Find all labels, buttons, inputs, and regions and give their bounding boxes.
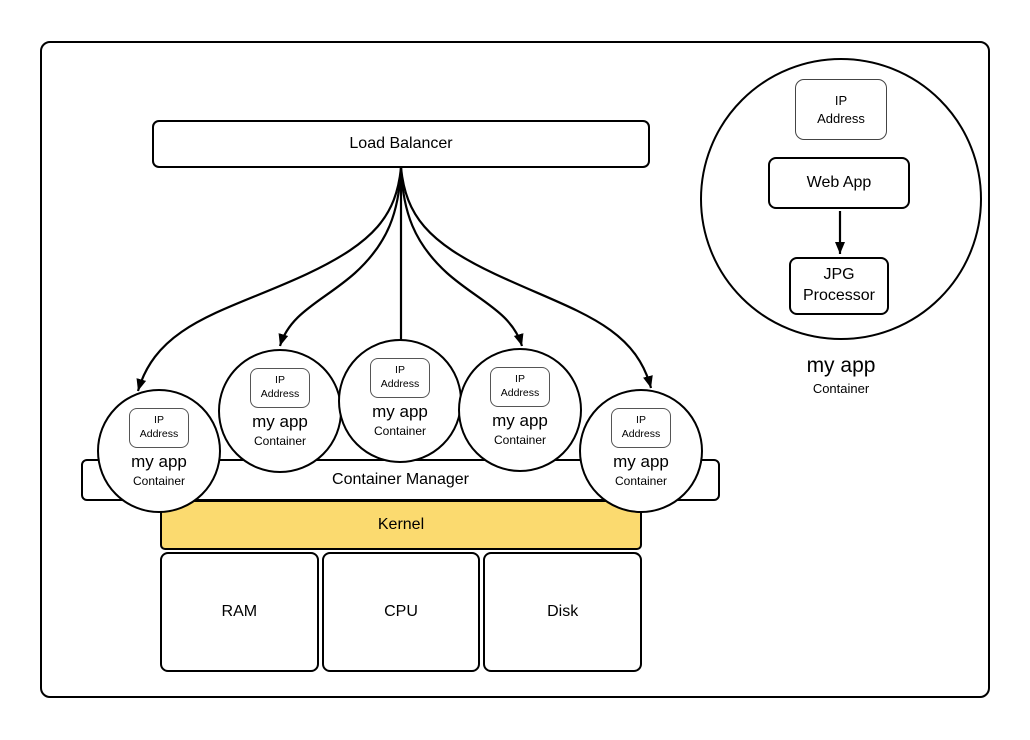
cpu-node: CPU <box>321 552 481 672</box>
app-type-label: Container <box>614 473 668 488</box>
ip-chip-line1: IP <box>395 364 405 377</box>
ip-chip-line2: Address <box>260 388 300 400</box>
detail-caption: my app Container <box>741 354 941 396</box>
ip-address-chip: IP Address <box>611 408 671 448</box>
ip-address-chip: IP Address <box>490 367 550 407</box>
detail-caption-title: my app <box>806 354 876 377</box>
load-balancer-node: Load Balancer <box>152 120 650 168</box>
container-detail-circle: IP Address Web App JPG Processor <box>700 58 982 340</box>
kernel-label: Kernel <box>377 516 425 533</box>
jpg-processor-line2: Processor <box>802 287 876 304</box>
ram-node: RAM <box>160 552 319 672</box>
app-container-circle-3: IP Address my app Container <box>338 339 462 463</box>
load-balancer-label: Load Balancer <box>349 135 453 152</box>
lb-to-container-2-arrow <box>278 167 403 347</box>
ip-chip-line2: Address <box>380 378 420 390</box>
ip-chip-line1: IP <box>154 414 164 427</box>
hardware-row: RAM CPU Disk <box>160 552 643 672</box>
app-name-label: my app <box>252 412 308 431</box>
ip-chip-line1: IP <box>636 414 646 427</box>
ram-label: RAM <box>221 603 258 620</box>
disk-node: Disk <box>483 552 643 672</box>
ip-chip-line2: Address <box>621 428 661 440</box>
app-name-label: my app <box>131 452 187 471</box>
cpu-label: CPU <box>384 603 418 620</box>
ip-address-chip: IP Address <box>370 358 430 398</box>
lb-to-container-4-arrow <box>399 167 524 347</box>
ip-chip-line2: Address <box>817 110 865 126</box>
app-type-label: Container <box>493 432 547 447</box>
lb-to-container-5-arrow <box>399 167 653 389</box>
kernel-node: Kernel <box>160 500 642 550</box>
app-name-label: my app <box>492 411 548 430</box>
ip-chip-line1: IP <box>834 92 848 108</box>
app-container-circle-4: IP Address my app Container <box>458 348 582 472</box>
ip-chip-line2: Address <box>139 428 179 440</box>
container-manager-label: Container Manager <box>332 471 469 488</box>
ip-chip-line1: IP <box>515 373 525 386</box>
web-app-node: Web App <box>768 157 910 209</box>
detail-ip-address-chip: IP Address <box>795 79 887 140</box>
app-name-label: my app <box>613 452 669 471</box>
ip-chip-line1: IP <box>275 374 285 387</box>
disk-label: Disk <box>547 603 579 620</box>
jpg-processor-node: JPG Processor <box>789 257 889 315</box>
app-container-circle-2: IP Address my app Container <box>218 349 342 473</box>
detail-caption-subtitle: Container <box>812 381 870 397</box>
app-container-circle-5: IP Address my app Container <box>579 389 703 513</box>
app-type-label: Container <box>373 423 427 438</box>
ip-address-chip: IP Address <box>250 368 310 408</box>
web-app-label: Web App <box>806 174 872 191</box>
jpg-processor-line1: JPG <box>823 266 855 284</box>
ip-address-chip: IP Address <box>129 408 189 448</box>
app-type-label: Container <box>132 473 186 488</box>
app-container-circle-1: IP Address my app Container <box>97 389 221 513</box>
ip-chip-line2: Address <box>500 387 540 399</box>
lb-to-container-1-arrow <box>136 167 403 392</box>
app-type-label: Container <box>253 433 307 448</box>
app-name-label: my app <box>372 402 428 421</box>
